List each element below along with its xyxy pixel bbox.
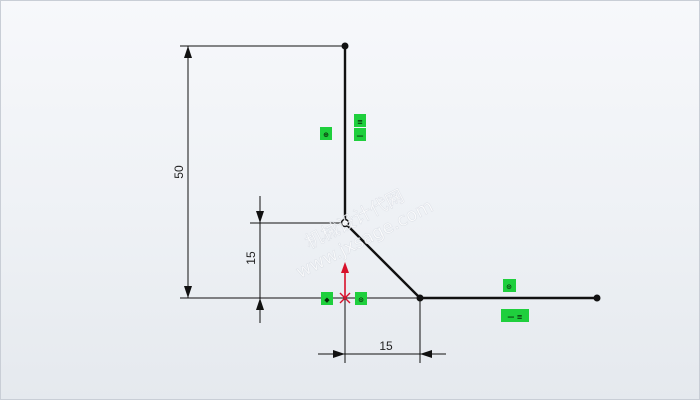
coincident-icon: ⊕ (323, 131, 329, 139)
dimension-15-vertical-label[interactable]: 15 (244, 251, 258, 265)
sketch-point-end[interactable] (593, 294, 601, 302)
arrow-15v-top (256, 211, 264, 223)
merge-icon: ⊙ (506, 283, 512, 291)
vertical-line-icon: — (357, 132, 364, 140)
origin-x-mark-b (339, 292, 351, 304)
arrow-50-top (184, 46, 192, 58)
relation-badge-origin-left[interactable]: ◆ (321, 292, 333, 305)
relation-badges[interactable]: ≡ — ⊕ ◆ ⊙ ⊙ — (320, 114, 529, 322)
merge-icon: ⊙ (358, 296, 364, 304)
dimension-arrows (184, 46, 432, 358)
relation-badge-origin-right[interactable]: ⊙ (355, 292, 367, 305)
relation-badge-coincident[interactable]: ⊕ (320, 127, 332, 140)
watermark: 机械设计代网 www.jxsage.com (292, 186, 437, 284)
arrow-15h-right (420, 350, 432, 358)
dimension-labels[interactable]: 50 15 15 (172, 165, 393, 353)
sketch-point-corner[interactable] (340, 218, 350, 228)
arrow-15v-bottom (256, 298, 264, 310)
sketch-point-top[interactable] (341, 42, 349, 50)
vertical-relation-icon: ≡ (357, 118, 363, 126)
dimension-50-label[interactable]: 50 (172, 165, 186, 179)
origin-marker (339, 262, 351, 304)
sketch-line-diagonal[interactable] (343, 221, 422, 300)
dimension-15-horizontal-label[interactable]: 15 (379, 339, 393, 353)
sketch-point-bottom[interactable] (416, 294, 424, 302)
relation-badge-vertical[interactable]: ≡ (354, 114, 366, 127)
origin-arrow-icon (341, 262, 349, 273)
sketch-geometry[interactable] (343, 44, 599, 300)
sketch-points[interactable] (340, 42, 601, 302)
arrow-15h-left (333, 350, 345, 358)
relation-badge-horizontal[interactable]: — ≡ (501, 309, 529, 322)
horizontal-relation-icon: — ≡ (507, 313, 522, 321)
relation-badge-vertical-b[interactable]: — (354, 128, 366, 141)
fix-icon: ◆ (324, 296, 330, 304)
relation-badge-horizontal-top[interactable]: ⊙ (503, 279, 516, 292)
arrow-50-bottom (184, 286, 192, 298)
